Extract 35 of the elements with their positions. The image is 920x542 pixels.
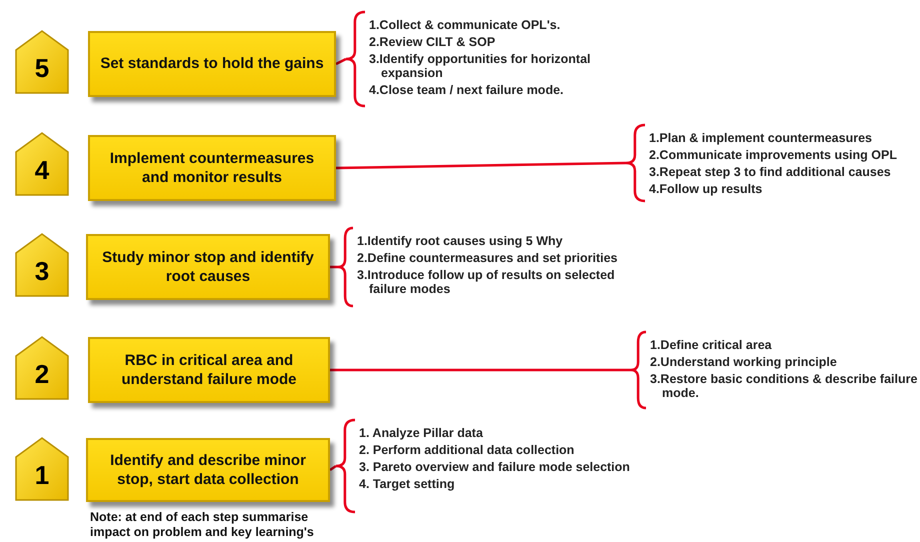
action-list <box>630 330 920 410</box>
list-item: 2.Communicate improvements using OPL <box>649 148 898 162</box>
list-item: 2. Perform additional data collection <box>359 443 576 457</box>
list-item: 2.Understand working principle <box>650 355 838 369</box>
step-number-marker: 5 <box>15 30 69 94</box>
connector-line <box>336 162 626 170</box>
step-number-marker: 2 <box>15 336 69 400</box>
connector-line <box>329 464 337 472</box>
list-item: 1.Identify root causes using 5 Why <box>357 234 564 248</box>
list-item: 3. Pareto overview and failure mode selection <box>359 460 631 474</box>
step-box: Identify and describe minor stop, start data collection <box>86 438 330 502</box>
list-item: 3.Introduce follow up of results on selected failure modes <box>357 268 616 296</box>
list-item: 2.Review CILT & SOP <box>369 35 496 49</box>
note-text: Note: at end of each step summarise impact on problem and key learning's <box>90 510 315 540</box>
step-number-marker: 4 <box>15 132 69 196</box>
list-item: 3.Identify opportunities for horizontal expansion <box>369 52 592 80</box>
list-item: 3.Repeat step 3 to find additional causes <box>649 165 892 179</box>
list-item: 3.Restore basic conditions & describe failure mode. <box>650 372 918 400</box>
connector-line <box>330 266 338 268</box>
step-number-marker: 3 <box>15 233 69 297</box>
step-box: RBC in critical area and understand failure mode <box>88 337 330 403</box>
connector-line <box>335 58 347 66</box>
step-number-marker: 1 <box>15 437 69 501</box>
step-box: Study minor stop and identify root causes <box>86 234 330 300</box>
list-item: 1. Analyze Pillar data <box>359 426 484 440</box>
list-item: 4.Follow up results <box>649 182 764 196</box>
connector-line <box>330 368 631 372</box>
step-box: Set standards to hold the gains <box>88 31 336 97</box>
list-item: 1.Collect & communicate OPL's. <box>369 18 562 32</box>
list-item: 4. Target setting <box>359 477 456 491</box>
list-item: 2.Define countermeasures and set priorities <box>357 251 619 265</box>
step-box: Implement countermeasures and monitor results <box>88 135 336 201</box>
list-item: 1.Plan & implement countermeasures <box>649 131 873 145</box>
list-item: 4.Close team / next failure mode. <box>369 83 565 97</box>
list-item: 1.Define critical area <box>650 338 773 352</box>
